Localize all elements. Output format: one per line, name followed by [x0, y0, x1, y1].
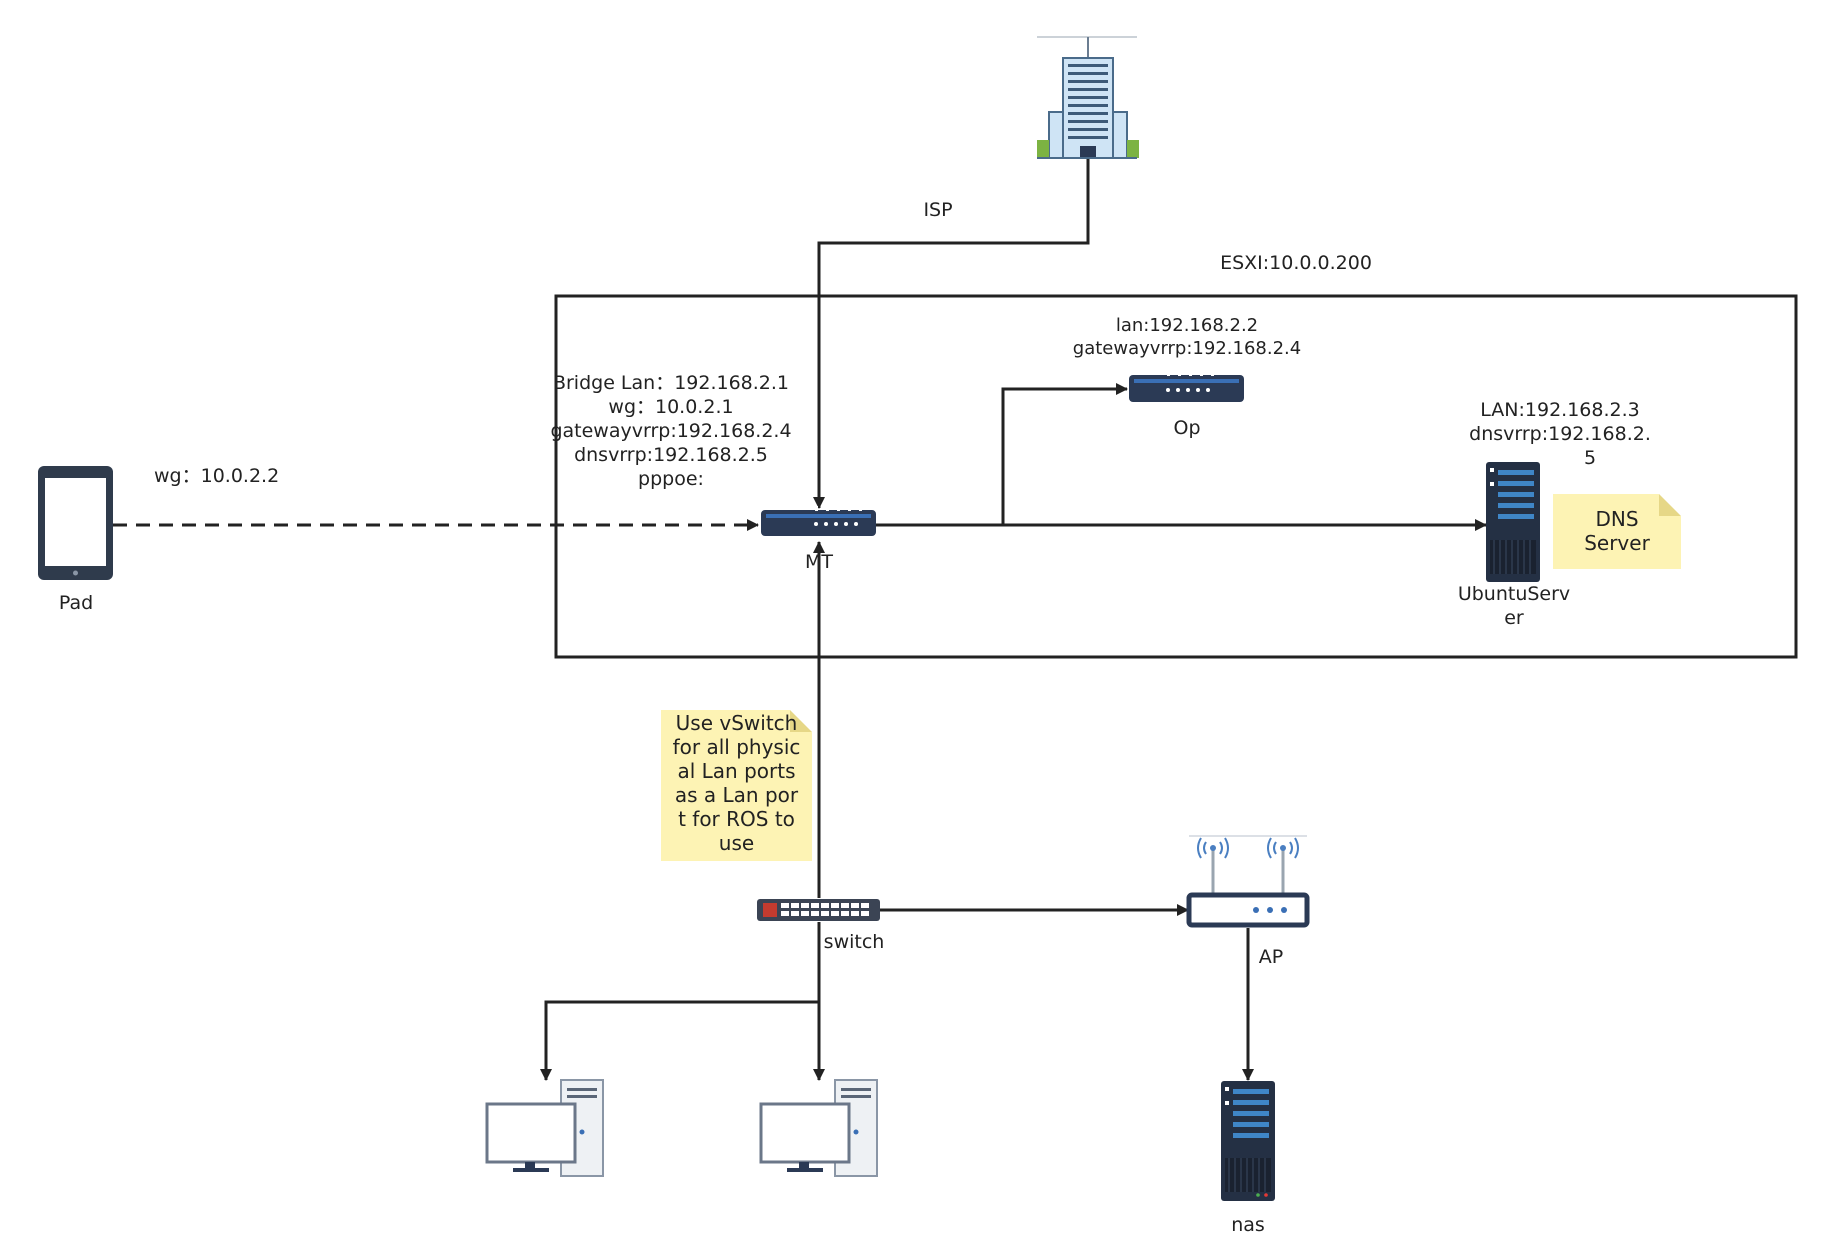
mt-info-line: gatewayvrrp:192.168.2.4	[550, 420, 792, 442]
access-point-icon	[1186, 835, 1310, 928]
ubuntu-info-line: dnsvrrp:192.168.2.	[1469, 423, 1651, 445]
op-info-line: gatewayvrrp:192.168.2.4	[1072, 338, 1302, 359]
ap-label: AP	[1258, 946, 1284, 968]
esxi-label: ESXI:10.0.0.200	[1220, 252, 1372, 274]
switch-label: switch	[823, 931, 885, 953]
pad-wg-label: wg：10.0.2.2	[154, 465, 280, 487]
tablet-icon	[38, 466, 113, 580]
mt-to-op-line	[1001, 383, 1128, 525]
desktop-pc-icon	[759, 1079, 878, 1177]
nas-server-icon	[1221, 1081, 1275, 1201]
dns-server-note: DNS Server	[1553, 494, 1681, 569]
vswitch-note-line: use	[718, 831, 755, 855]
ubuntu-info-line: 5	[1583, 447, 1597, 469]
vswitch-note-line: t for ROS to	[678, 807, 795, 831]
mt-router-icon	[761, 506, 876, 536]
mt-info-line: dnsvrrp:192.168.2.5	[574, 444, 768, 466]
note-fold-corner	[790, 710, 812, 732]
note-fold-corner	[1659, 494, 1681, 516]
vswitch-note-line: for all physic	[672, 735, 801, 759]
op-label: Op	[1173, 417, 1201, 439]
building-icon	[1037, 36, 1139, 159]
ubuntu-server-icon	[1486, 462, 1540, 582]
desktop-pc-icon	[485, 1079, 604, 1177]
pad-label: Pad	[58, 592, 94, 614]
ubuntu-label: UbuntuServ er	[1458, 582, 1570, 630]
ubuntu-label-line: er	[1504, 607, 1524, 629]
switch-to-pc1-line	[540, 922, 821, 1081]
ubuntu-label-line: UbuntuServ	[1457, 583, 1571, 605]
esxi-container	[554, 294, 1798, 659]
vswitch-note-line: Use vSwitch	[675, 711, 798, 735]
dns-note-line: Server	[1584, 531, 1650, 555]
op-info-line: lan:192.168.2.2	[1115, 315, 1259, 336]
mt-info-line: pppoe:	[638, 468, 704, 490]
mt-info-line: Bridge Lan：192.168.2.1	[552, 372, 790, 394]
op-info: lan:192.168.2.2 gatewayvrrp:192.168.2.4	[1073, 314, 1301, 360]
isp-label: ISP	[923, 199, 953, 221]
op-router-icon	[1129, 371, 1244, 402]
isp-to-mt-line	[813, 158, 1090, 509]
vswitch-note-line: as a Lan por	[674, 783, 799, 807]
ubuntu-info-line: LAN:192.168.2.3	[1480, 399, 1640, 421]
nas-label: nas	[1231, 1214, 1265, 1236]
mt-label: MT	[805, 551, 833, 573]
mt-info: Bridge Lan：192.168.2.1 wg：10.0.2.1 gatew…	[550, 371, 791, 491]
dns-note-line: DNS	[1595, 507, 1639, 531]
mt-info-line: wg：10.0.2.1	[608, 396, 734, 418]
vswitch-note: Use vSwitch for all physic al Lan ports …	[661, 710, 812, 861]
vswitch-note-line: al Lan ports	[677, 759, 796, 783]
switch-icon	[757, 899, 880, 921]
ubuntu-info: LAN:192.168.2.3 dnsvrrp:192.168.2. 5	[1469, 398, 1651, 470]
connectors	[113, 158, 1487, 1081]
